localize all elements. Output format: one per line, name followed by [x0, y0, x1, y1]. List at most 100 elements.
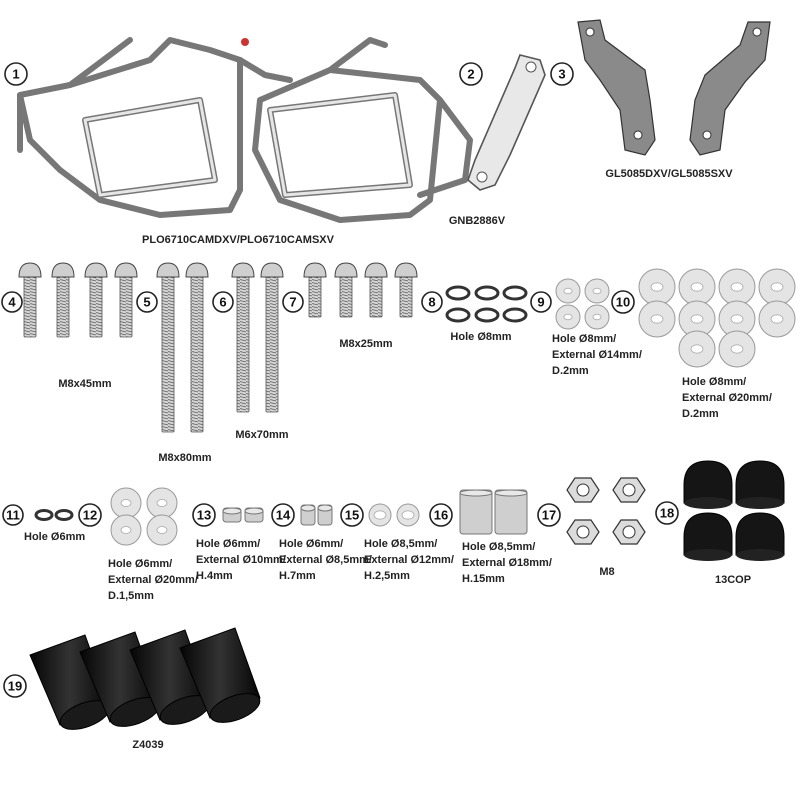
- part-13-spacers: [222, 507, 264, 523]
- right-frame-brace: [417, 97, 473, 198]
- callout-number: 13: [197, 508, 211, 523]
- callout-3: 3: [550, 62, 574, 86]
- callout-4: 4: [1, 291, 23, 313]
- callout-5: 5: [136, 291, 158, 313]
- callout-number: 14: [276, 508, 291, 523]
- part-3-mounting-plates: [577, 19, 771, 156]
- right-frame-inner-loop: [267, 92, 413, 198]
- bolt-head: [84, 262, 108, 278]
- part-17-caption: M8: [599, 566, 614, 578]
- callout-number: 16: [434, 508, 448, 523]
- part-13-caption-line-3: H.4mm: [196, 570, 233, 582]
- callout-number: 15: [345, 508, 359, 523]
- cap-body: [735, 460, 785, 504]
- part-16-spacers: [459, 489, 528, 535]
- callout-number: 5: [143, 295, 150, 310]
- callout-1: 1: [4, 62, 28, 86]
- callout-15: 15: [340, 503, 364, 527]
- callout-number: 10: [616, 295, 630, 310]
- part-10-caption-line-2: External Ø20mm/: [682, 392, 772, 404]
- bolt-shaft: [23, 276, 37, 338]
- bolt-head: [303, 262, 327, 278]
- part-15-caption-line-3: H.2,5mm: [364, 570, 410, 582]
- part-14-caption-line-2: External Ø8,5mm/: [279, 554, 372, 566]
- washer-hole: [156, 499, 168, 507]
- part-13-caption-line-2: External Ø10mm/: [196, 554, 286, 566]
- spacer-top: [300, 504, 316, 512]
- washer-hole: [730, 314, 744, 324]
- washer-hole: [563, 287, 573, 295]
- cap-body: [683, 512, 733, 556]
- part-7-bolts: [303, 262, 418, 318]
- bolt-shaft: [119, 276, 133, 338]
- callout-number: 3: [558, 67, 565, 82]
- nut-hole: [576, 483, 590, 497]
- bolt-shaft: [190, 276, 204, 433]
- bolt-shaft: [56, 276, 70, 338]
- lock-washer: [34, 509, 54, 521]
- callout-number: 4: [8, 295, 16, 310]
- part-5-caption: M8x80mm: [158, 452, 211, 464]
- lock-washer: [502, 285, 528, 301]
- left-frame-arm: [67, 37, 133, 88]
- lock-washer: [474, 307, 500, 323]
- washer-hole: [690, 282, 704, 292]
- callout-number: 2: [467, 67, 474, 82]
- callout-number: 19: [8, 679, 22, 694]
- washer-hole: [690, 344, 704, 354]
- part-8-lock-washers: [445, 285, 528, 323]
- right-frame-outline: [252, 67, 443, 223]
- cap-base: [736, 549, 784, 561]
- part-1-side-case-frames: [17, 37, 473, 223]
- part-6-bolts: [231, 262, 284, 413]
- callout-8: 8: [421, 291, 443, 313]
- cap-base: [736, 497, 784, 509]
- bolt-shaft: [369, 276, 383, 318]
- part-6-caption: M6x70mm: [235, 429, 288, 441]
- washer-hole: [730, 282, 744, 292]
- washer-hole: [690, 314, 704, 324]
- part-4-bolts: [18, 262, 138, 338]
- part-9-caption-line-2: External Ø14mm/: [552, 349, 642, 361]
- callout-number: 7: [289, 295, 296, 310]
- callout-number: 1: [12, 67, 19, 82]
- callout-6: 6: [212, 291, 234, 313]
- bolt-head: [18, 262, 42, 278]
- bolt-head: [114, 262, 138, 278]
- plate-left-side: [689, 21, 771, 156]
- callout-number: 6: [219, 295, 226, 310]
- bolt-head: [156, 262, 180, 278]
- callout-number: 11: [6, 508, 20, 523]
- lock-washer: [502, 307, 528, 323]
- part-9-caption-line-1: Hole Ø8mm/: [552, 333, 616, 345]
- bolt-head: [334, 262, 358, 278]
- lock-washer: [445, 307, 471, 323]
- spacer-top: [244, 507, 264, 515]
- lock-washer: [474, 285, 500, 301]
- spacer-top: [317, 504, 333, 512]
- washer-hole: [592, 287, 602, 295]
- part-18-nut-caps: [683, 460, 785, 561]
- washer-hole: [373, 510, 387, 520]
- part-13-caption-line-1: Hole Ø6mm/: [196, 538, 260, 550]
- bolt-shaft: [236, 276, 250, 413]
- part-18-caption: 13COP: [715, 574, 751, 586]
- callout-7: 7: [282, 291, 304, 313]
- part-12-caption-line-3: D.1,5mm: [108, 590, 154, 602]
- bolt-head: [231, 262, 255, 278]
- part-17-nuts: [566, 477, 646, 545]
- spacer-top: [494, 489, 528, 497]
- part-15-washers: [368, 503, 420, 527]
- part-19-rubber-covers: [29, 627, 261, 730]
- part-12-washers: [110, 487, 178, 546]
- washer-hole: [650, 314, 664, 324]
- part-4-caption: M8x45mm: [58, 378, 111, 390]
- frame-link: [237, 57, 293, 83]
- part-16-caption-line-2: External Ø18mm/: [462, 557, 552, 569]
- spacer-top: [459, 489, 493, 497]
- part-9-small-washers: [555, 278, 610, 330]
- callout-14: 14: [271, 503, 295, 527]
- part-19-caption: Z4039: [132, 739, 163, 751]
- callout-9: 9: [530, 291, 552, 313]
